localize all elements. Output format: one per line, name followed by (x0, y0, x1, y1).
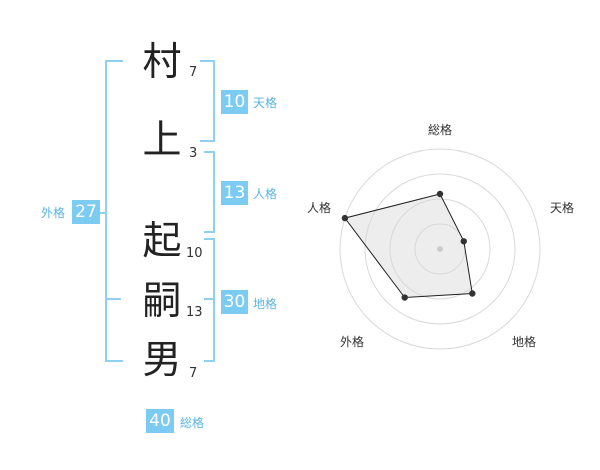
chikaku-bracket (204, 238, 215, 362)
radar-center (437, 246, 443, 252)
radar-ring-3 (364, 173, 516, 325)
radar-axis-label-tenkaku: 天格 (550, 200, 574, 215)
gaikaku-bracket-mid (105, 298, 121, 300)
name-char-5: 男 (142, 338, 182, 383)
chikaku-value: 30 (221, 290, 248, 314)
tenkaku-bracket (200, 60, 215, 142)
soukaku-value: 40 (146, 409, 174, 433)
radar-ring-2 (389, 198, 491, 300)
tenkaku-label: 天格 (253, 96, 278, 110)
radar-point-1 (460, 238, 467, 245)
name-char-4: 嗣 (142, 279, 182, 324)
name-char-1: 村 (142, 40, 182, 85)
radar-point-2 (469, 290, 476, 297)
stroke-count-4: 13 (186, 305, 203, 320)
stroke-count-1: 7 (189, 65, 198, 80)
radar-point-0 (436, 190, 444, 198)
radar-axis-label-jinkaku: 人格 (307, 200, 331, 215)
jinkaku-bracket (204, 151, 215, 233)
gaikaku-connector (96, 212, 105, 214)
radar-area (344, 193, 473, 299)
tenkaku-value: 10 (221, 90, 248, 114)
gaikaku-value: 27 (72, 200, 100, 224)
jinkaku-value: 13 (221, 181, 248, 205)
stroke-count-3: 10 (186, 246, 203, 261)
radar-point-3 (401, 294, 408, 301)
name-char-2: 上 (142, 118, 182, 163)
name-char-3: 起 (142, 219, 182, 264)
radar-axis-label-gaikaku: 外格 (340, 334, 364, 349)
radar-axis-label-chikaku: 地格 (512, 334, 536, 349)
stroke-count-2: 3 (189, 146, 198, 161)
soukaku-label: 総格 (180, 416, 205, 430)
radar-axis-label-soukaku: 総格 (428, 122, 452, 137)
jinkaku-label: 人格 (253, 187, 278, 201)
radar-ring-4 (339, 148, 541, 350)
gaikaku-bracket (105, 60, 123, 362)
chikaku-label: 地格 (253, 297, 278, 311)
gaikaku-label: 外格 (41, 206, 66, 220)
radar-point-4 (341, 214, 349, 222)
stroke-count-5: 7 (189, 366, 198, 381)
chikaku-bracket-mid (204, 298, 215, 300)
